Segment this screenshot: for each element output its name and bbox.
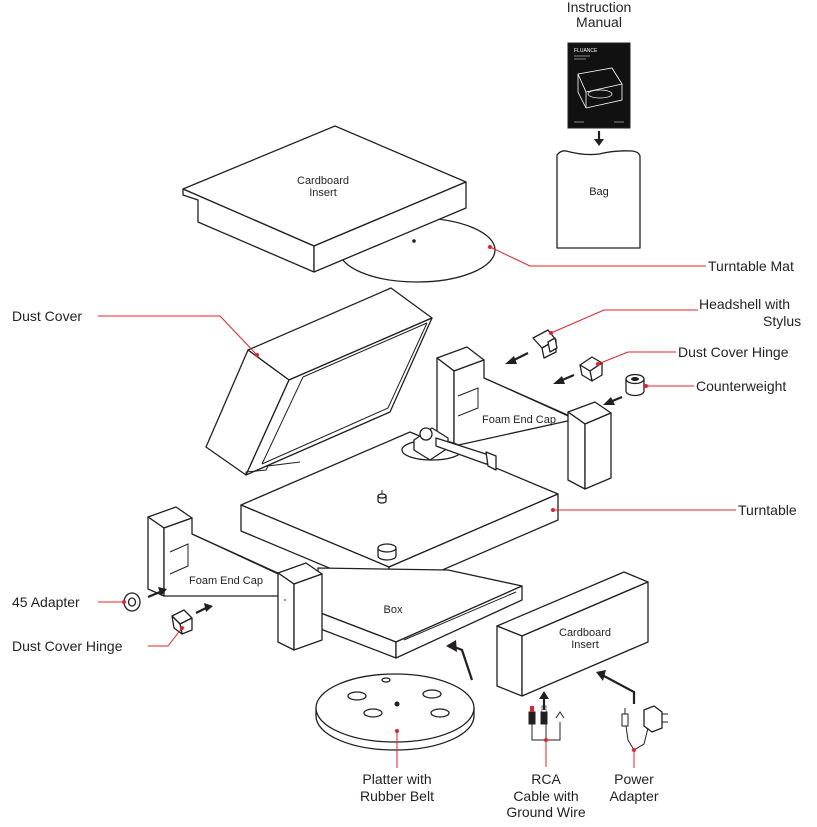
label-dust-cover: Dust Cover — [12, 308, 82, 324]
arrow-left-icon — [603, 395, 623, 405]
leader-turntable-mat — [488, 245, 706, 267]
foam-end-cap-right: Foam End Cap — [436, 346, 612, 490]
label-platter-line2: Rubber Belt — [360, 788, 434, 804]
label-cardboard-insert-top-line1: Cardboard — [297, 175, 349, 187]
label-45-adapter: 45 Adapter — [12, 594, 80, 610]
cardboard-insert-bottom: Cardboard Insert — [496, 571, 649, 697]
bag: Bag — [556, 150, 641, 249]
arrow-up-left-icon — [596, 670, 636, 704]
manual-brand: FLUANCE — [574, 48, 598, 54]
leader-hinge-left — [148, 626, 184, 647]
leader-turntable — [551, 508, 736, 512]
label-cardboard-insert-top-line2: Insert — [309, 187, 337, 199]
label-turntable-mat: Turntable Mat — [708, 258, 794, 274]
leader-headshell — [549, 309, 698, 335]
label-turntable: Turntable — [738, 502, 797, 518]
leader-counterweight — [644, 384, 694, 388]
leader-rca — [544, 738, 548, 767]
arrow-up-left-icon — [446, 640, 474, 681]
cardboard-insert-top: Cardboard Insert — [182, 125, 467, 273]
label-platter-line1: Platter with — [362, 771, 431, 787]
arrow-left-icon — [505, 352, 529, 364]
label-headshell-line2: Stylus — [763, 313, 801, 329]
label-dust-cover-hinge-right: Dust Cover Hinge — [678, 344, 789, 360]
box: Box — [317, 567, 523, 659]
adapter-45-icon — [123, 592, 141, 612]
instruction-manual: FLUANCE — [567, 42, 631, 129]
leader-45-adapter — [98, 600, 126, 604]
foam-end-cap-left: Foam End Cap — [147, 506, 323, 651]
hinge-left-icon — [171, 609, 193, 635]
leader-platter — [395, 729, 399, 768]
hinge-right-icon — [579, 356, 603, 382]
label-cardboard-insert-bottom-line2: Insert — [571, 639, 599, 651]
label-foam-end-cap-left: Foam End Cap — [189, 575, 263, 587]
headshell-icon — [532, 329, 558, 359]
arrow-right-icon — [195, 603, 213, 614]
label-power-line2: Adapter — [609, 788, 658, 804]
label-dust-cover-hinge-left: Dust Cover Hinge — [12, 638, 123, 654]
label-headshell-line1: Headshell with — [699, 296, 790, 312]
label-counterweight: Counterweight — [696, 378, 786, 394]
turntable — [240, 427, 559, 594]
leader-dust-cover — [98, 315, 259, 357]
label-bag: Bag — [589, 186, 609, 198]
counterweight-icon — [625, 373, 645, 397]
arrow-down-icon — [594, 131, 604, 146]
dust-cover — [205, 287, 433, 476]
label-rca-line3: Ground Wire — [506, 804, 586, 820]
power-adapter-icon — [621, 705, 668, 751]
arrow-up-icon — [539, 691, 549, 710]
leader-power-adapter — [632, 748, 636, 768]
label-power-line1: Power — [614, 771, 654, 787]
label-foam-end-cap-right: Foam End Cap — [482, 414, 556, 426]
label-rca-line2: Cable with — [513, 788, 578, 804]
label-box: Box — [384, 604, 403, 616]
arrow-right-icon — [147, 587, 167, 599]
label-rca-line1: RCA — [531, 771, 561, 787]
label-cardboard-insert-bottom-line1: Cardboard — [559, 627, 611, 639]
label-instruction-manual-line2: Manual — [576, 14, 622, 30]
platter — [315, 673, 475, 751]
leader-hinge-right — [596, 351, 676, 366]
rca-cable-icon — [528, 705, 565, 741]
arrow-left-icon — [553, 373, 575, 384]
label-instruction-manual-line1: Instruction — [567, 0, 632, 15]
